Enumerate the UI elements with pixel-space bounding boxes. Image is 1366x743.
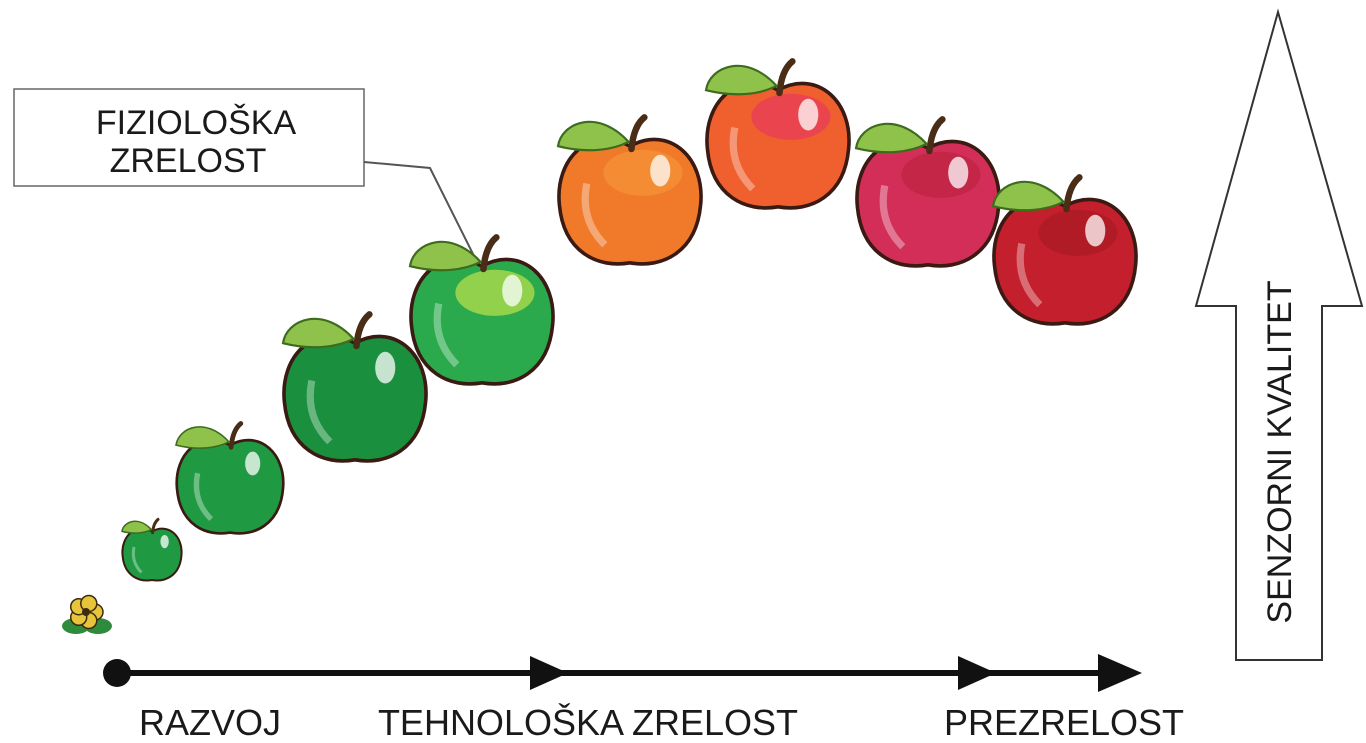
fruit-blush <box>455 269 535 316</box>
fruit-stage-7 <box>854 116 1001 268</box>
fruit-stage-6 <box>704 58 851 210</box>
fruit-shine <box>729 126 756 192</box>
fruit-shine <box>131 546 143 574</box>
physiological-maturity-callout: FIZIOLOŠKA ZRELOST <box>13 88 481 269</box>
timeline-label-prezrelost: PREZRELOST <box>944 702 1184 743</box>
sensory-quality-arrow: SENZORNI KVALITET <box>1194 8 1364 661</box>
fruit-stage-5 <box>556 114 703 266</box>
fruit-blush <box>603 149 683 196</box>
timeline-label-tehnoloska-zrelost: TEHNOLOŠKA ZRELOST <box>378 702 798 743</box>
fruit-highlight <box>798 98 819 131</box>
fruit-stage-2 <box>175 421 285 535</box>
fruit-shine <box>306 379 333 445</box>
fruit-stem <box>628 114 648 153</box>
fruit-stage-1 <box>121 517 183 582</box>
quality-arrow-label: SENZORNI KVALITET <box>1261 280 1299 623</box>
fruit-blush <box>751 93 831 140</box>
timeline <box>103 654 1142 692</box>
fruit-blush <box>901 151 981 198</box>
fruit-stem <box>1063 174 1083 213</box>
fruit-leaf <box>281 317 356 349</box>
fruit-body <box>282 334 428 463</box>
fruit-highlight <box>502 274 523 307</box>
fruit-highlight <box>160 535 169 549</box>
fruit-body <box>175 438 285 535</box>
fruit-stem <box>776 58 796 97</box>
fruit-stem <box>480 234 500 273</box>
fruit-leaf <box>704 64 779 96</box>
fruit-stages <box>62 58 1138 634</box>
timeline-arrow-end <box>1098 654 1142 692</box>
callout-line-2: ZRELOST <box>110 142 267 180</box>
fruit-stem <box>353 311 373 350</box>
fruit-shine <box>433 302 460 368</box>
fruit-highlight <box>375 351 396 384</box>
fruit-leaf <box>175 426 231 449</box>
fruit-leaf <box>121 520 153 534</box>
blossom-center <box>82 608 90 616</box>
fruit-shine <box>1016 242 1043 308</box>
fruit-shine <box>581 182 608 248</box>
fruit-highlight <box>1085 214 1106 247</box>
fruit-stem <box>228 421 244 450</box>
fruit-stage-3 <box>281 311 428 463</box>
timeline-arrow-1 <box>530 656 568 690</box>
fruit-stem <box>151 517 160 535</box>
timeline-arrow-2 <box>958 656 996 690</box>
fruit-shine <box>193 472 214 522</box>
fruit-leaf <box>556 120 631 152</box>
fruit-highlight <box>650 154 671 187</box>
fruit-shine <box>879 184 906 250</box>
fruit-leaf <box>408 240 483 272</box>
blossom-stage <box>62 594 112 634</box>
fruit-body <box>121 527 183 582</box>
fruit-stage-4-physiological-maturity <box>408 234 555 386</box>
fruit-blush <box>1038 209 1118 256</box>
callout-leader-line <box>363 161 481 269</box>
fruit-highlight <box>948 156 969 189</box>
fruit-leaf <box>991 180 1066 212</box>
fruit-highlight <box>245 451 261 476</box>
fruit-stem <box>926 116 946 155</box>
blossom-petal <box>80 594 98 613</box>
fruit-leaf <box>854 122 929 154</box>
timeline-label-razvoj: RAZVOJ <box>139 702 281 743</box>
quality-arrow-outline <box>1194 8 1364 661</box>
fruit-stage-8 <box>991 174 1138 326</box>
callout-line-1: FIZIOLOŠKA <box>96 104 297 142</box>
